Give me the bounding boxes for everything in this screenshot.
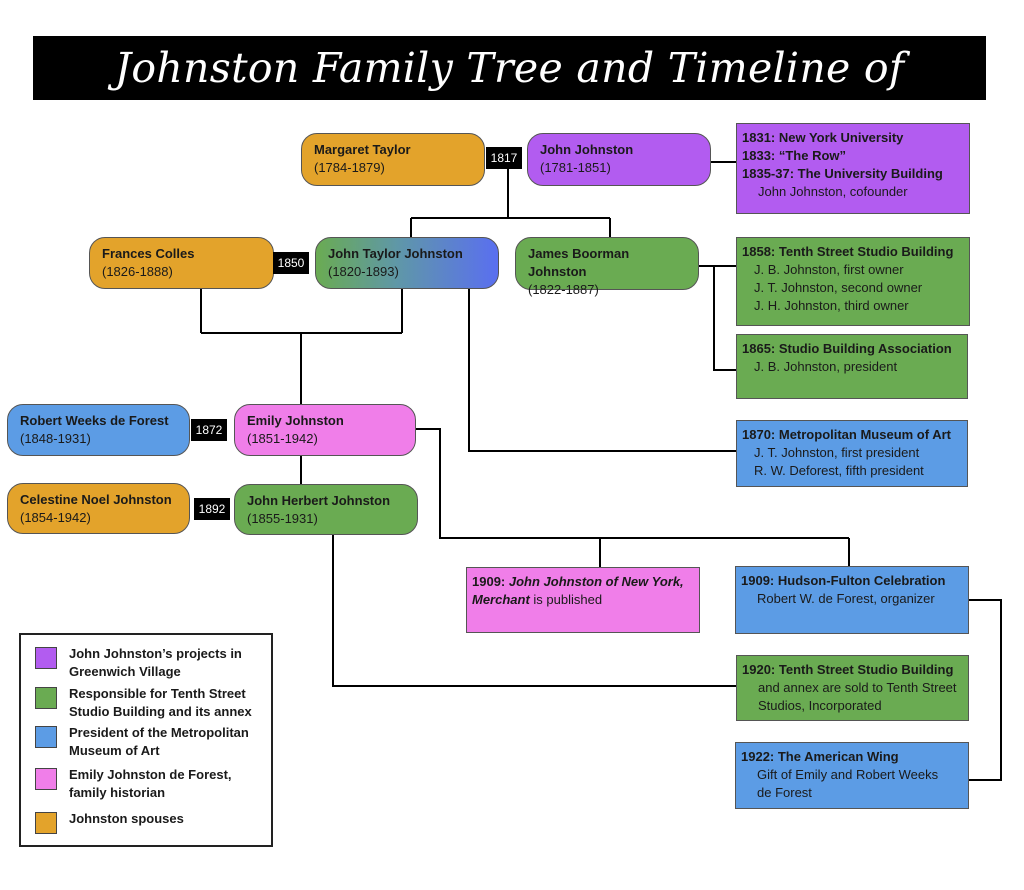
connector-jtj-to-met: [468, 289, 737, 452]
legend-label: Responsible for Tenth Street Studio Buil…: [69, 686, 252, 719]
legend-label: Johnston spouses: [69, 811, 184, 826]
event-year: 1909:: [472, 574, 506, 589]
person-james-boorman-johnston: James Boorman Johnston (1822-1887): [515, 237, 699, 297]
event-line: J. T. Johnston, first president: [754, 445, 920, 460]
event-1922-american-wing: 1922: The American Wing Gift of Emily an…: [735, 742, 969, 809]
person-name: Robert Weeks de Forest: [20, 413, 169, 428]
person-name: Celestine Noel Johnston: [20, 492, 172, 507]
legend-label: Emily Johnston de Forest, family histori…: [69, 767, 232, 800]
connector-emily-to-1909: [415, 428, 849, 539]
event-line: J. H. Johnston, third owner: [754, 298, 909, 313]
legend: John Johnston’s projects in Greenwich Vi…: [19, 633, 273, 847]
event-line: Robert W. de Forest, organizer: [757, 591, 935, 606]
person-years: (1851-1942): [247, 431, 318, 446]
event-1858-studio-building: 1858: Tenth Street Studio Building J. B.…: [736, 237, 970, 326]
event-line: J. T. Johnston, second owner: [754, 280, 923, 295]
marriage-year-1892: 1892: [194, 498, 230, 520]
person-name: Emily Johnston: [247, 413, 344, 428]
event-line: R. W. Deforest, fifth president: [754, 463, 924, 478]
event-1909-book: 1909: John Johnston of New York, Merchan…: [466, 567, 700, 633]
event-line: Studios, Incorporated: [758, 698, 882, 713]
legend-label: President of the Metropolitan Museum of …: [69, 725, 249, 758]
event-line: 1835-37: The University Building: [742, 166, 943, 181]
person-years: (1826-1888): [102, 264, 173, 279]
person-frances-colles: Frances Colles (1826-1888): [89, 237, 274, 289]
event-line: de Forest: [757, 785, 812, 800]
legend-label: John Johnston’s projects in Greenwich Vi…: [69, 646, 242, 679]
event-heading: 1858: Tenth Street Studio Building: [742, 244, 954, 259]
person-years: (1820-1893): [328, 264, 399, 279]
person-celestine-noel-johnston: Celestine Noel Johnston (1854-1942): [7, 483, 190, 534]
person-years: (1781-1851): [540, 160, 611, 175]
event-1865-studio-association: 1865: Studio Building Association J. B. …: [736, 334, 968, 399]
event-nyu: 1831: New York University 1833: “The Row…: [736, 123, 970, 214]
event-heading: 1865: Studio Building Association: [742, 341, 952, 356]
event-line: 1831: New York University: [742, 130, 904, 145]
legend-swatch: [35, 812, 57, 834]
book-title-part1: John Johnston of New York,: [508, 574, 684, 589]
event-heading: 1870: Metropolitan Museum of Art: [742, 427, 951, 442]
event-heading: 1909: Hudson-Fulton Celebration: [741, 573, 946, 588]
person-years: (1784-1879): [314, 160, 385, 175]
person-years: (1854-1942): [20, 510, 91, 525]
marriage-year-1872: 1872: [191, 419, 227, 441]
person-name: John Johnston: [540, 142, 634, 157]
person-john-johnston: John Johnston (1781-1851): [527, 133, 711, 186]
person-name: John Taylor Johnston: [328, 246, 463, 261]
connector-jbj-to-1865: [713, 266, 737, 371]
event-line: John Johnston, cofounder: [758, 184, 908, 199]
legend-swatch: [35, 768, 57, 790]
person-john-herbert-johnston: John Herbert Johnston (1855-1931): [234, 484, 418, 535]
event-line: Gift of Emily and Robert Weeks: [757, 767, 939, 782]
person-years: (1855-1931): [247, 511, 318, 526]
person-name: James Boorman Johnston: [528, 246, 630, 279]
legend-swatch: [35, 647, 57, 669]
title-banner: Johnston Family Tree and Timeline of Pat…: [33, 36, 986, 156]
connector-jhj-to-1920: [332, 535, 737, 687]
event-1909-hudson-fulton: 1909: Hudson-Fulton Celebration Robert W…: [735, 566, 969, 634]
event-line: 1833: “The Row”: [742, 148, 847, 163]
person-emily-johnston: Emily Johnston (1851-1942): [234, 404, 416, 456]
person-john-taylor-johnston: John Taylor Johnston (1820-1893): [315, 237, 499, 289]
event-line: J. B. Johnston, first owner: [754, 262, 904, 277]
event-1870-met: 1870: Metropolitan Museum of Art J. T. J…: [736, 420, 968, 487]
connector-hudson-to-wing: [968, 599, 1002, 781]
event-line: and annex are sold to Tenth Street: [758, 680, 957, 695]
event-heading: 1920: Tenth Street Studio Building: [742, 662, 954, 677]
person-years: (1848-1931): [20, 431, 91, 446]
person-margaret-taylor: Margaret Taylor (1784-1879): [301, 133, 485, 186]
person-name: Margaret Taylor: [314, 142, 411, 157]
book-title-part2: Merchant: [472, 592, 530, 607]
marriage-year-1850: 1850: [273, 252, 309, 274]
person-name: Frances Colles: [102, 246, 195, 261]
person-years: (1822-1887): [528, 282, 599, 297]
legend-swatch: [35, 687, 57, 709]
marriage-year-1817: 1817: [486, 147, 522, 169]
event-1920-sale: 1920: Tenth Street Studio Building and a…: [736, 655, 969, 721]
event-line-1: 1909: John Johnston of New York,: [472, 573, 693, 591]
page-title: Johnston Family Tree and Timeline of Pat…: [114, 44, 905, 156]
event-heading: 1922: The American Wing: [741, 749, 899, 764]
person-robert-weeks-de-forest: Robert Weeks de Forest (1848-1931): [7, 404, 190, 456]
legend-swatch: [35, 726, 57, 748]
event-line: J. B. Johnston, president: [754, 359, 898, 374]
person-name: John Herbert Johnston: [247, 493, 391, 508]
event-text: is published: [529, 592, 603, 607]
